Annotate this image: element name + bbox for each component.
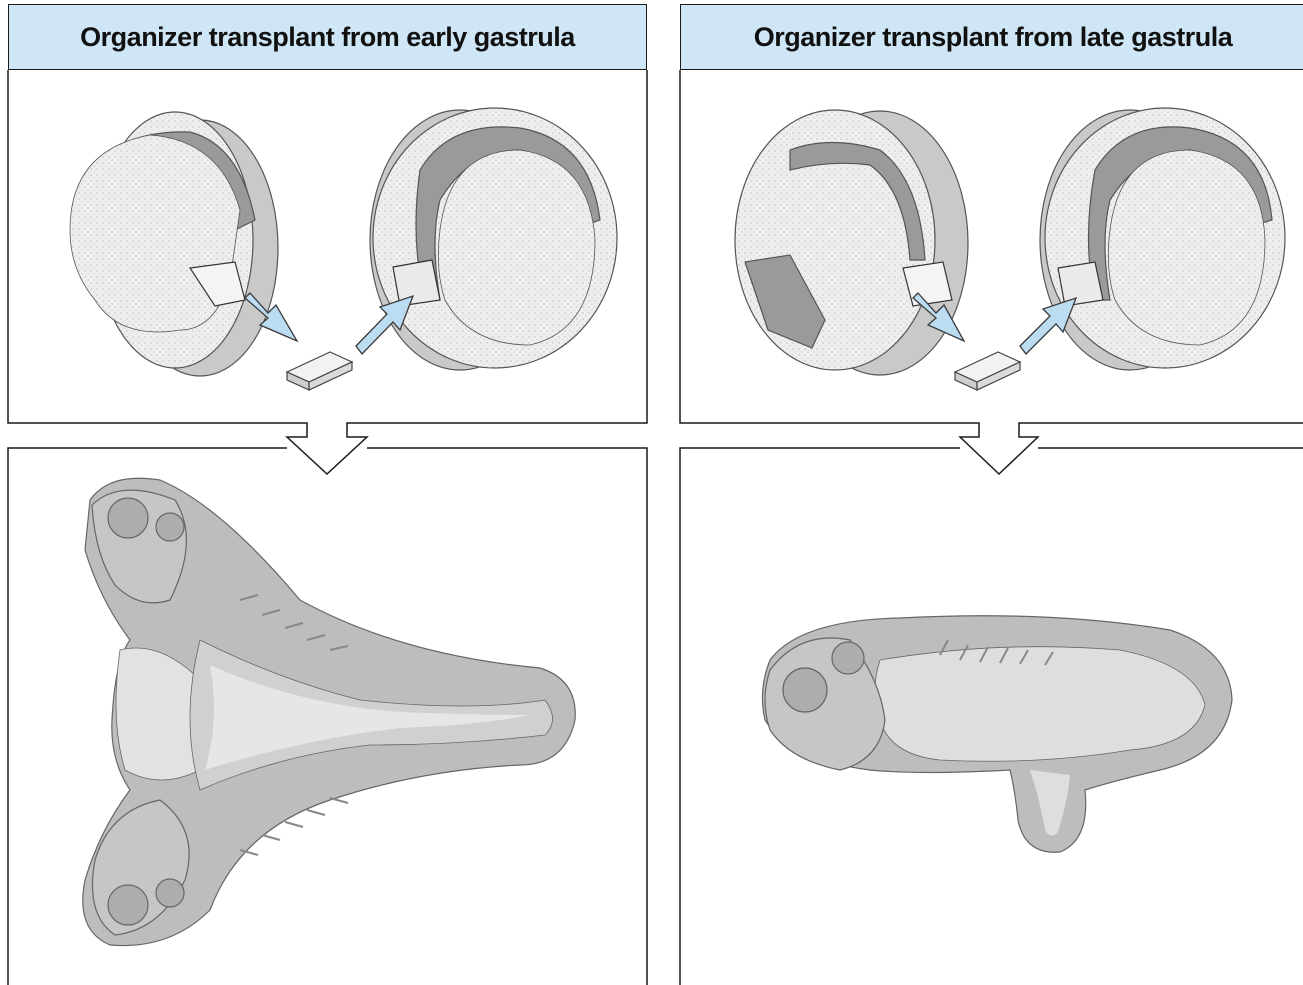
twin-embryo (83, 478, 575, 945)
right-down-arrow (960, 423, 1038, 474)
partial-axis-embryo (762, 616, 1232, 853)
late-organizer-graft (955, 352, 1020, 390)
late-host-embryo (1040, 108, 1285, 370)
left-down-arrow (287, 423, 367, 474)
early-host-embryo (370, 108, 617, 370)
early-donor-embryo (70, 112, 278, 376)
early-organizer-graft (287, 352, 352, 390)
late-donor-embryo (735, 110, 968, 375)
